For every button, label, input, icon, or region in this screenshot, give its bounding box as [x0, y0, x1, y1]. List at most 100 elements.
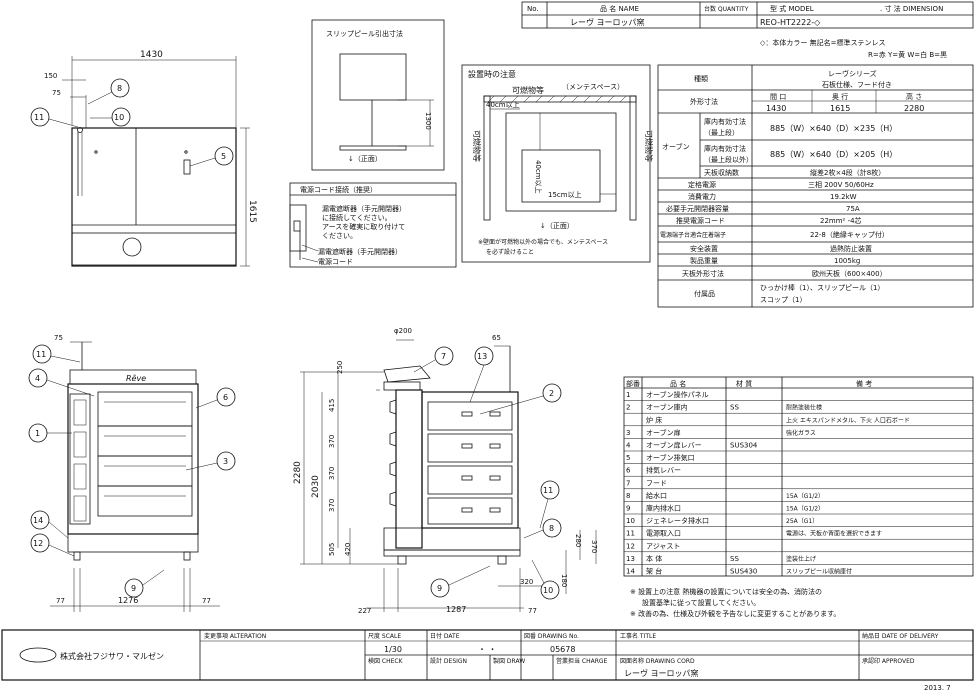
spec-consumption-label: 消費電力 — [688, 192, 716, 201]
balloon-2-side: 2 — [549, 389, 554, 398]
slip-peel-box: スリップピール引出寸法 1300 ↓（正面） — [311, 19, 445, 171]
parts-row-note: 塗装仕上げ — [786, 555, 816, 563]
parts-row-name: フード — [646, 479, 667, 487]
dim-320: 320 — [520, 578, 533, 586]
date-value: ・ ・ — [478, 645, 497, 654]
parts-row-no: 10 — [626, 517, 635, 525]
parts-row-material: SUS430 — [730, 568, 757, 576]
dim-front-mid: 1276 — [118, 596, 138, 605]
check-label: 検図 CHECK — [368, 657, 404, 665]
install-maint: （メンテスペース） — [562, 83, 624, 91]
parts-head-note: 備 考 — [856, 379, 872, 388]
parts-head-material: 材 質 — [736, 379, 752, 388]
install-combustible: 可燃物等 — [512, 85, 544, 95]
spec-safety-label: 安全装置 — [690, 244, 718, 253]
dim-side-77: 77 — [528, 607, 537, 615]
cord-value: レーヴ ヨーロッパ窯 — [624, 668, 699, 678]
spec-oven-group: オーブン — [662, 142, 690, 151]
balloon-11-front: 11 — [36, 350, 46, 359]
power-line3: アースを確実に取り付けて — [322, 222, 405, 231]
spec-cord-value: 22mm² -4芯 — [820, 216, 862, 225]
dim-1287: 1287 — [446, 605, 466, 614]
dim-505: 505 — [328, 543, 336, 556]
dim-phi200: φ200 — [394, 327, 412, 335]
install-d15: 15cm以上 — [548, 190, 582, 199]
spec-inner-other-label2: （最上段以外） — [704, 155, 753, 164]
spec-power-label: 定格電源 — [688, 180, 716, 189]
side-view: φ200 65 2280 2030 250 415 370 — [293, 327, 598, 615]
dim-370b: 370 — [328, 467, 336, 480]
parts-row-name: オーブン扉 — [646, 428, 681, 437]
install-front: ↓（正面） — [540, 222, 574, 230]
company-logo-icon — [19, 647, 57, 663]
dim-75: 75 — [52, 89, 61, 97]
dim-370d: 370 — [590, 540, 598, 553]
parts-row-no: 3 — [626, 429, 630, 437]
power-label-cord: 電源コード — [318, 257, 353, 266]
balloon-3-front: 3 — [223, 457, 228, 466]
install-diagram: 設置時の注意 （メンテスペース） 可燃物等 可燃物等 可燃物等 40cm以上 4… — [461, 64, 654, 263]
spec-inner-other-value: 885（W）×640（D）×205（H） — [770, 150, 897, 159]
top-view: 1430 150 75 1615 — [44, 50, 257, 267]
scale-value: 1/30 — [384, 645, 402, 654]
cord-label: 図面名称 DRAWING CORD — [620, 657, 695, 665]
scale-label: 尺度 SCALE — [368, 632, 401, 640]
parts-row-note: 強化ガラス — [786, 429, 816, 437]
note-1: ※ 設置上の注意 熱機器の設置については安全の為、消防法の — [630, 587, 822, 596]
balloon-11-side: 11 — [543, 486, 553, 495]
balloon-1-front: 1 — [35, 429, 40, 438]
balloon-8-side: 8 — [549, 524, 554, 533]
dim-227: 227 — [358, 607, 371, 615]
parts-row-name: オーブン扉レバー — [646, 441, 702, 450]
dim-280: 280 — [574, 534, 582, 547]
color-note: ◇：本体カラー 無記名=標準ステンレス — [760, 38, 885, 47]
install-d40left: 40cm以上 — [534, 160, 543, 194]
parts-row-note: 25A（G1） — [786, 518, 818, 525]
header-qty-label: 台数 QUANTITY — [704, 5, 749, 13]
parts-row-note: 上火 エキスパンドメタル、下火 人口石ボード — [786, 416, 910, 424]
parts-row-note: 電源は、天板か背面を選択できます — [786, 530, 882, 538]
design-label: 設計 DESIGN — [430, 657, 467, 665]
spec-weight-value: 1005kg — [834, 257, 860, 265]
spec-tray-label: 天板収納数 — [704, 168, 739, 177]
dim-top-width: 1430 — [140, 50, 163, 60]
dim-180: 180 — [560, 574, 568, 587]
dim-65: 65 — [492, 334, 501, 342]
parts-row-no: 11 — [626, 530, 635, 538]
spec-cord-label: 推奨電源コード — [676, 216, 725, 225]
parts-row-no: 6 — [626, 467, 631, 475]
spec-safety-value: 過熱防止装置 — [830, 244, 872, 253]
spec-kind-value2: 石板仕様、フード付き — [822, 80, 892, 89]
parts-row-note: 15A（G1/2） — [786, 493, 824, 500]
header-no-label: No. — [527, 5, 539, 13]
title-block: 株式会社フジサワ・マルゼン 変更事項 ALTERATION 尺度 SCALE 1… — [1, 629, 974, 681]
parts-row-name: 炉 床 — [646, 415, 662, 424]
parts-row-name: ジェネレータ排水口 — [646, 516, 709, 525]
parts-row-name: 本 体 — [646, 554, 662, 563]
install-title: 設置時の注意 — [468, 69, 516, 79]
dim-415: 415 — [328, 399, 336, 412]
product-name: レーヴ ヨーロッパ窯 — [570, 17, 645, 27]
install-note2: を必ず設けること — [486, 248, 534, 256]
spec-plate-label: 天板外形寸法 — [682, 269, 724, 278]
side-balloons: 7 13 2 11 8 9 10 — [413, 346, 562, 600]
power-line2: に接続してください。 — [322, 213, 392, 222]
slip-peel-title: スリップピール引出寸法 — [326, 29, 403, 38]
balloon-5-top: 5 — [221, 152, 226, 161]
spec-outer-label: 外形寸法 — [690, 97, 718, 106]
approved-label: 承認印 APPROVED — [862, 657, 915, 665]
spec-table: 種類 レーヴシリーズ 石板仕様、フード付き 外形寸法 間 口 奥 行 高 さ 1… — [657, 64, 974, 308]
balloon-4-front: 4 — [35, 374, 40, 383]
dim-2280: 2280 — [293, 461, 303, 484]
parts-row-name: オーブン操作パネル — [646, 390, 709, 399]
balloon-11-top: 11 — [34, 113, 44, 122]
top-balloons: 8 11 10 5 — [30, 78, 234, 167]
power-label-breaker: 漏電遮断器（手元開閉器） — [318, 247, 402, 256]
spec-kind-label: 種類 — [694, 74, 708, 83]
parts-row-note: スリップピール収納庫付 — [786, 568, 852, 576]
drawing-no-label: 図番 DRAWING No. — [524, 633, 579, 640]
parts-row-name: 架 台 — [646, 567, 662, 576]
change-label: 変更事項 ALTERATION — [204, 632, 266, 640]
spec-plate-value: 欧州天板（600×400） — [812, 269, 887, 278]
year: 2013. 7 — [924, 684, 951, 692]
